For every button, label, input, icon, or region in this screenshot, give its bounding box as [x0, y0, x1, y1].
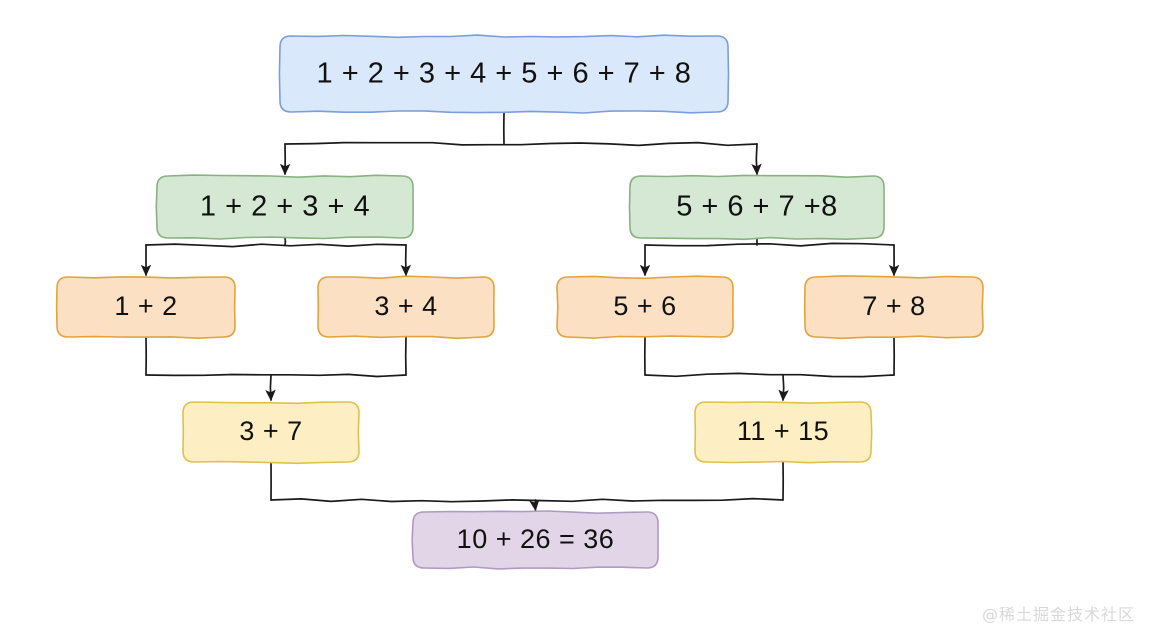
node-shape	[694, 401, 873, 464]
connector	[284, 141, 758, 147]
node-label: 1 + 2 + 3 + 4 + 5 + 6 + 7 + 8	[317, 58, 692, 90]
node-shape	[182, 401, 360, 465]
connector	[145, 373, 407, 378]
node-shape	[628, 174, 885, 241]
node-label: 5 + 6	[613, 291, 676, 321]
node-label: 7 + 8	[862, 291, 925, 321]
connector	[644, 242, 895, 247]
node-l4b[interactable]: 11 + 15	[694, 401, 873, 464]
node-l3a[interactable]: 1 + 2	[55, 276, 236, 339]
node-l2b[interactable]: 5 + 6 + 7 +8	[628, 174, 885, 241]
node-shape	[803, 275, 984, 340]
node-label: 1 + 2 + 3 + 4	[200, 191, 370, 223]
node-l2a[interactable]: 1 + 2 + 3 + 4	[155, 174, 414, 240]
node-l3b[interactable]: 3 + 4	[317, 275, 495, 340]
node-l3c[interactable]: 5 + 6	[556, 275, 734, 339]
node-result[interactable]: 10 + 26 = 36	[411, 510, 659, 570]
node-layer: 1 + 2 + 3 + 4 + 5 + 6 + 7 + 8 1 + 2 + 3 +…	[55, 34, 984, 570]
connector	[644, 372, 895, 378]
watermark: @稀土掘金技术社区	[981, 605, 1135, 624]
node-label: 11 + 15	[737, 416, 829, 446]
connector	[778, 374, 789, 402]
node-l4a[interactable]: 3 + 7	[182, 401, 360, 465]
node-shape	[155, 174, 414, 240]
node-label: 10 + 26 = 36	[457, 524, 615, 554]
node-shape	[411, 510, 659, 570]
node-shape	[55, 276, 236, 339]
node-root[interactable]: 1 + 2 + 3 + 4 + 5 + 6 + 7 + 8	[278, 34, 730, 114]
connector	[265, 374, 276, 402]
node-label: 5 + 6 + 7 +8	[676, 191, 838, 223]
node-label: 3 + 7	[239, 416, 302, 446]
node-shape	[278, 34, 730, 114]
connector-layer	[140, 111, 900, 512]
node-l3d[interactable]: 7 + 8	[803, 275, 984, 340]
connector	[145, 243, 407, 248]
node-shape	[556, 275, 734, 339]
connector	[529, 499, 540, 512]
connector	[751, 143, 762, 176]
node-shape	[317, 275, 495, 340]
node-label: 1 + 2	[114, 291, 177, 321]
node-label: 3 + 4	[374, 291, 437, 321]
connector	[270, 497, 784, 503]
